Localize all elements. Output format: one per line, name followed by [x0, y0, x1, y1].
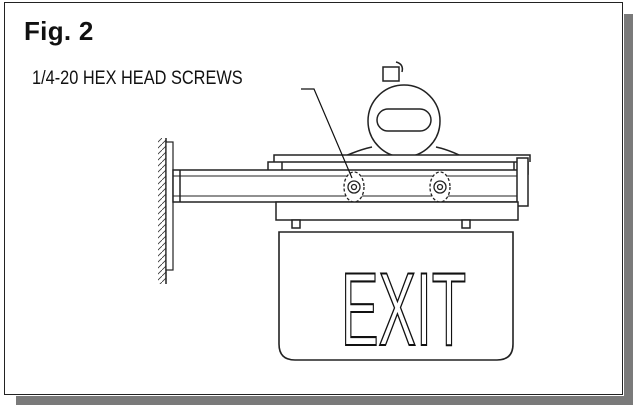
wall	[158, 138, 167, 284]
callout-leader-line	[301, 88, 353, 179]
sign-panel	[278, 231, 514, 361]
junction-box	[331, 61, 473, 163]
figure-title: Fig. 2	[24, 16, 94, 46]
wall-plate	[165, 141, 174, 271]
frame-shadow-right	[624, 14, 633, 399]
exit-legend: EXIT	[341, 251, 466, 368]
hex-head-screw-left	[343, 171, 365, 203]
hex-head-screw-right	[429, 171, 451, 203]
screws-callout-label: 1/4-20 HEX HEAD SCREWS	[32, 68, 243, 89]
lower-housing	[275, 201, 519, 229]
frame-shadow-bottom	[16, 396, 633, 405]
